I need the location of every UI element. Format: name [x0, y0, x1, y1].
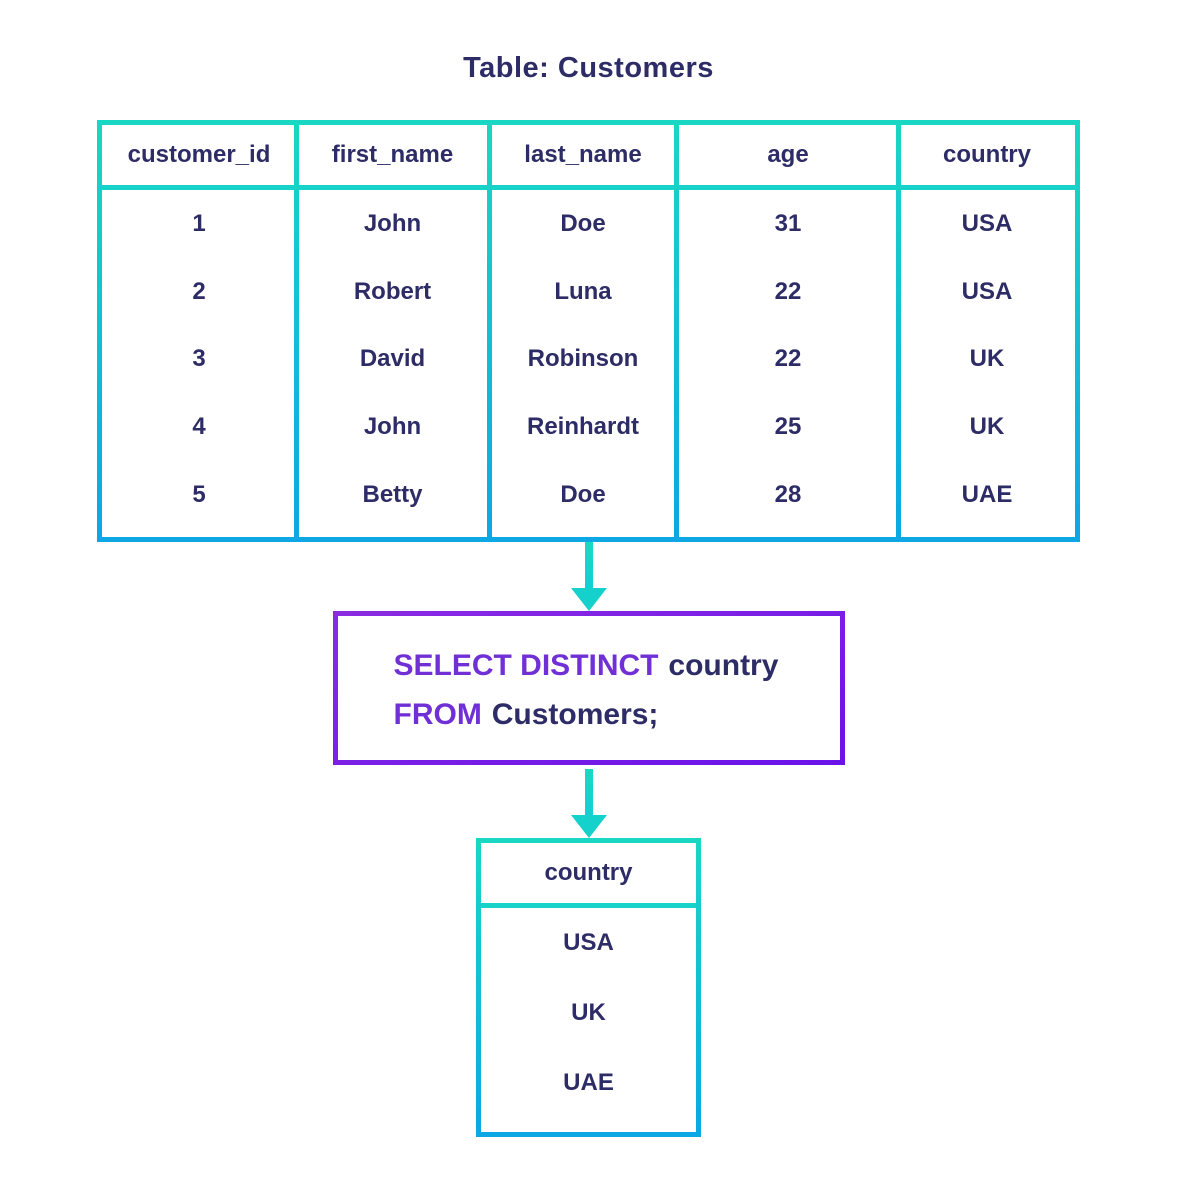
- header-divider: [481, 903, 696, 908]
- result-table-body: USA UK UAE: [481, 908, 696, 1132]
- cell-country: UK: [969, 345, 1005, 373]
- customers-table: customer_id first_name last_name age cou…: [97, 120, 1080, 542]
- column-header-country: country: [942, 141, 1031, 168]
- cell-age: 31: [774, 209, 802, 237]
- cell-first-name: John: [363, 413, 422, 441]
- cell-country: UAE: [961, 481, 1013, 509]
- arrow-stem: [584, 542, 593, 588]
- column-header-last-name: last_name: [524, 141, 642, 168]
- sql-keyword-select-distinct: SELECT DISTINCT: [393, 649, 659, 682]
- cell-age: 22: [774, 277, 802, 305]
- sql-keyword-from: FROM: [393, 698, 482, 731]
- result-cell-country: UK: [571, 999, 606, 1026]
- table-row: UAE: [481, 1048, 696, 1118]
- down-arrow-icon: [570, 769, 607, 838]
- arrow-head: [570, 588, 607, 611]
- down-arrow-icon: [570, 542, 607, 611]
- cell-country: USA: [961, 277, 1013, 305]
- result-column-header-country: country: [544, 859, 633, 886]
- sql-query-line-1: SELECT DISTINCT country: [394, 641, 840, 690]
- column-divider: [896, 125, 901, 537]
- column-header-age: age: [767, 141, 809, 168]
- cell-last-name: Luna: [554, 277, 612, 305]
- sql-table-name: Customers;: [491, 698, 659, 731]
- page-title: Table: Customers: [463, 52, 714, 84]
- cell-customer-id: 5: [192, 481, 206, 509]
- cell-first-name: John: [363, 209, 422, 237]
- table-row: 3 David Robinson 22 UK: [102, 326, 1075, 394]
- table-row: UK: [481, 978, 696, 1048]
- result-table: country USA UK UAE: [476, 838, 701, 1137]
- customers-table-header-row: customer_id first_name last_name age cou…: [102, 125, 1075, 185]
- cell-first-name: Betty: [362, 481, 423, 509]
- cell-age: 22: [774, 345, 802, 373]
- cell-first-name: Robert: [353, 277, 432, 305]
- cell-last-name: Robinson: [527, 345, 639, 373]
- result-cell-country: UAE: [563, 1069, 614, 1096]
- cell-customer-id: 1: [192, 209, 206, 237]
- cell-age: 28: [774, 481, 802, 509]
- cell-first-name: David: [359, 345, 426, 373]
- table-row: USA: [481, 908, 696, 978]
- column-divider: [294, 125, 299, 537]
- cell-country: UK: [969, 413, 1005, 441]
- column-divider: [487, 125, 492, 537]
- column-divider: [674, 125, 679, 537]
- arrow-head: [570, 815, 607, 838]
- arrow-stem: [584, 769, 593, 815]
- sql-query-box: SELECT DISTINCT country FROM Customers;: [332, 611, 845, 765]
- cell-last-name: Doe: [560, 481, 606, 509]
- cell-last-name: Reinhardt: [526, 413, 639, 441]
- table-row: 4 John Reinhardt 25 UK: [102, 393, 1075, 461]
- table-row: 1 John Doe 31 USA: [102, 190, 1075, 258]
- customers-table-body: 1 John Doe 31 USA 2 Robert Luna 22 USA 3…: [102, 190, 1075, 537]
- table-row: 2 Robert Luna 22 USA: [102, 258, 1075, 326]
- cell-customer-id: 4: [192, 413, 206, 441]
- cell-customer-id: 3: [192, 345, 206, 373]
- result-cell-country: USA: [563, 929, 614, 956]
- header-divider: [102, 185, 1075, 190]
- sql-column-name: country: [668, 649, 779, 682]
- column-header-first-name: first_name: [331, 141, 454, 168]
- cell-age: 25: [774, 413, 802, 441]
- cell-customer-id: 2: [192, 277, 206, 305]
- result-table-header-row: country: [481, 843, 696, 903]
- table-row: 5 Betty Doe 28 UAE: [102, 461, 1075, 529]
- sql-query-line-2: FROM Customers;: [394, 690, 840, 739]
- cell-country: USA: [961, 209, 1013, 237]
- column-header-customer-id: customer_id: [127, 141, 271, 168]
- cell-last-name: Doe: [560, 209, 606, 237]
